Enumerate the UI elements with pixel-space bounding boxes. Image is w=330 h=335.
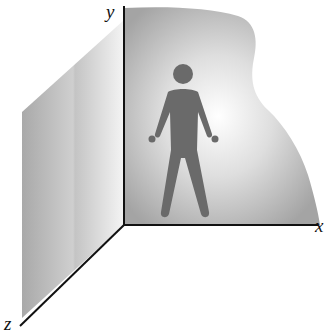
axis-lines	[20, 6, 318, 326]
axis-label: z	[4, 314, 11, 333]
axis-label: x	[315, 216, 323, 235]
axis-label: y	[106, 2, 114, 21]
xy-plane	[124, 7, 320, 225]
person-figure	[149, 64, 219, 217]
